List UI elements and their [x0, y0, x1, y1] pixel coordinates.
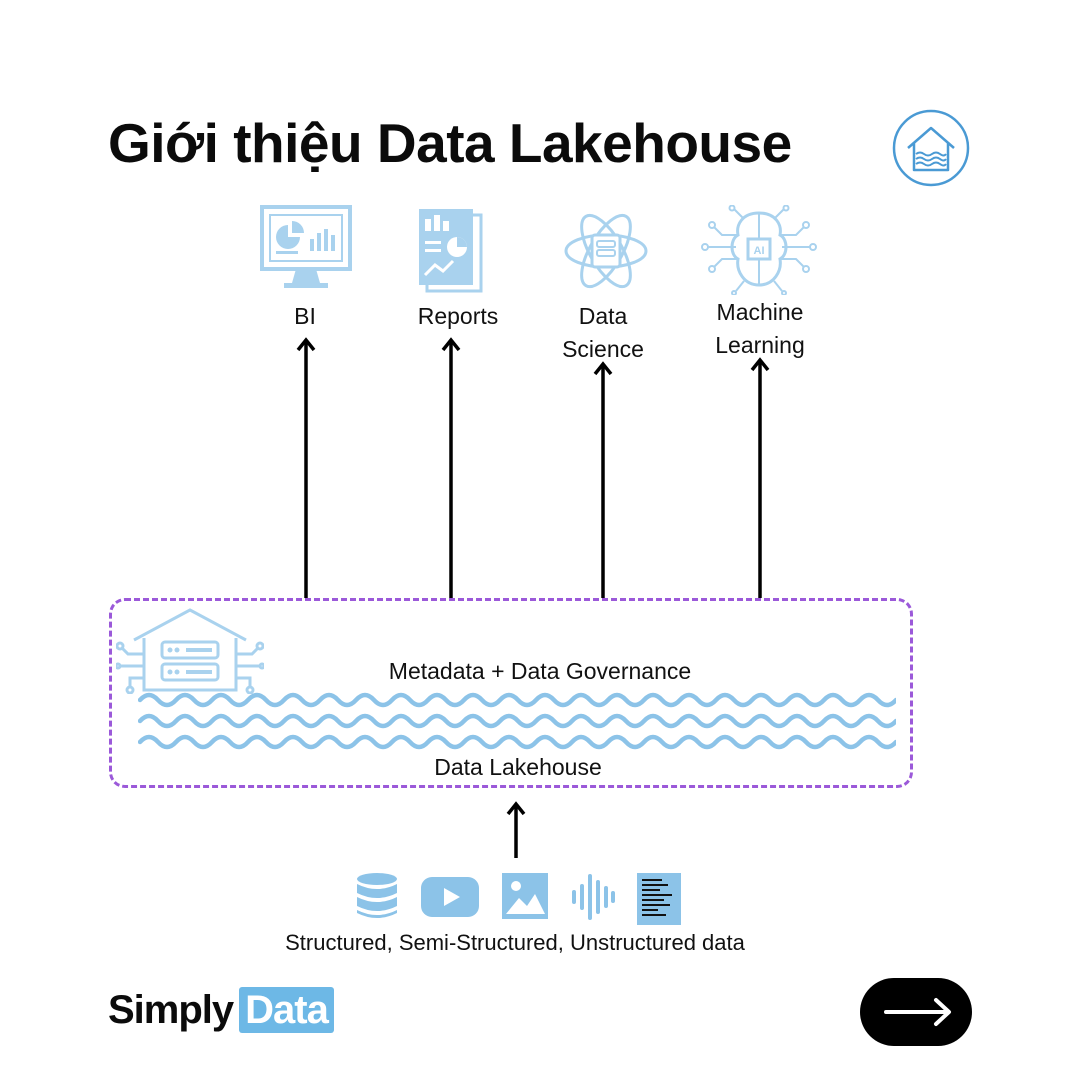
reports-icon [419, 209, 483, 293]
data-lake-waves [138, 686, 896, 752]
simply-data-logo: Simply Data [108, 985, 334, 1035]
logo-simply-text: Simply [108, 987, 234, 1032]
logo-data-text: Data [239, 987, 334, 1033]
arrowhead-lakehouse [506, 801, 526, 816]
data-lakehouse-label: Data Lakehouse [434, 754, 602, 780]
arrowhead-machine-learning [750, 357, 770, 372]
data-sources-label: Structured, Semi-Structured, Unstructure… [285, 930, 745, 955]
next-button[interactable] [860, 978, 972, 1046]
data-science-label: Data Science [540, 300, 666, 366]
video-play-icon [421, 877, 479, 917]
bi-label: BI [294, 303, 316, 329]
arrowhead-reports [441, 337, 461, 352]
audio-wave-icon [572, 874, 615, 920]
arrowhead-data-science [593, 361, 613, 376]
bi-dashboard-icon [260, 205, 352, 288]
data-lakehouse-container [109, 598, 913, 788]
page-title: Giới thiệu Data Lakehouse [108, 112, 792, 174]
data-science-atom-icon [564, 213, 648, 289]
machine-learning-label-line2: Learning [715, 332, 805, 358]
document-icon [637, 873, 681, 925]
svg-text:AI: AI [754, 245, 765, 257]
data-science-label-line2: Science [562, 336, 644, 362]
arrow-right-icon [884, 998, 951, 1026]
machine-learning-ai-icon: AI [701, 205, 817, 295]
machine-learning-label: Machine Learning [688, 296, 832, 362]
image-icon [502, 873, 548, 919]
metadata-governance-label: Metadata + Data Governance [388, 658, 692, 684]
lakehouse-server-icon [116, 608, 264, 694]
lakehouse-logo-icon [892, 109, 970, 187]
reports-label: Reports [417, 303, 499, 329]
database-icon [357, 873, 397, 918]
data-science-label-line1: Data [578, 303, 628, 329]
machine-learning-label-line1: Machine [716, 299, 804, 325]
arrowhead-bi [296, 337, 316, 352]
